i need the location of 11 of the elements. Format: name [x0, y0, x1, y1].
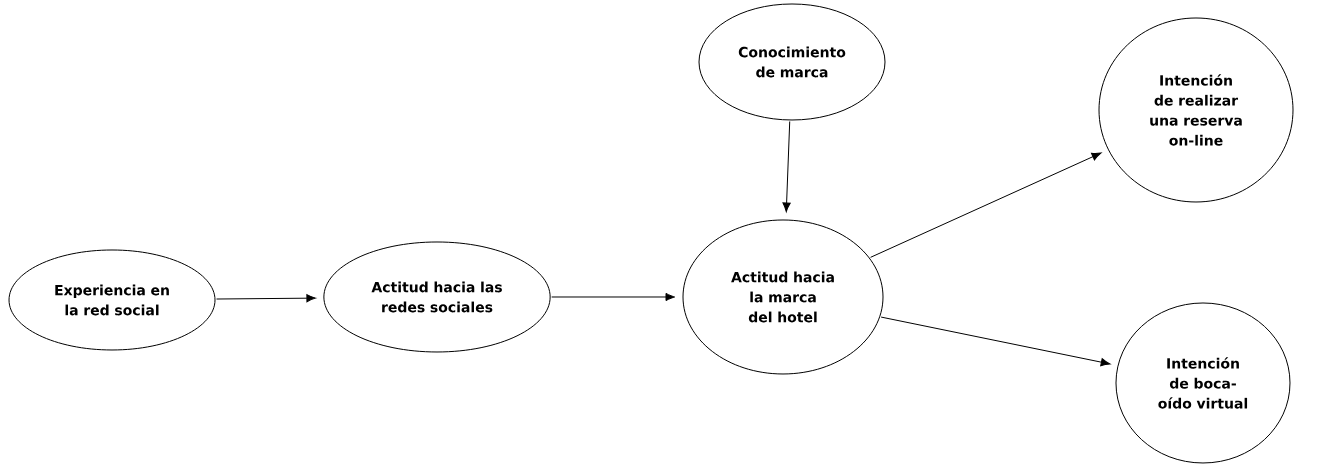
ellipse-node: Experiencia en la red social	[8, 249, 216, 351]
arrow	[880, 316, 1111, 367]
ellipse-node: Actitud hacia la marca del hotel	[682, 219, 884, 375]
arrow	[216, 294, 316, 303]
arrow	[782, 120, 791, 213]
ellipse-node: Actitud hacia las redes sociales	[323, 241, 551, 353]
ellipse-node: Intención de realizar una reserva on-line	[1098, 17, 1294, 203]
ellipse-node: Intención de boca-oído virtual	[1115, 302, 1291, 464]
ellipse-node: Conocimiento de marca	[698, 3, 886, 121]
arrow	[551, 292, 676, 302]
arrow	[870, 152, 1102, 258]
